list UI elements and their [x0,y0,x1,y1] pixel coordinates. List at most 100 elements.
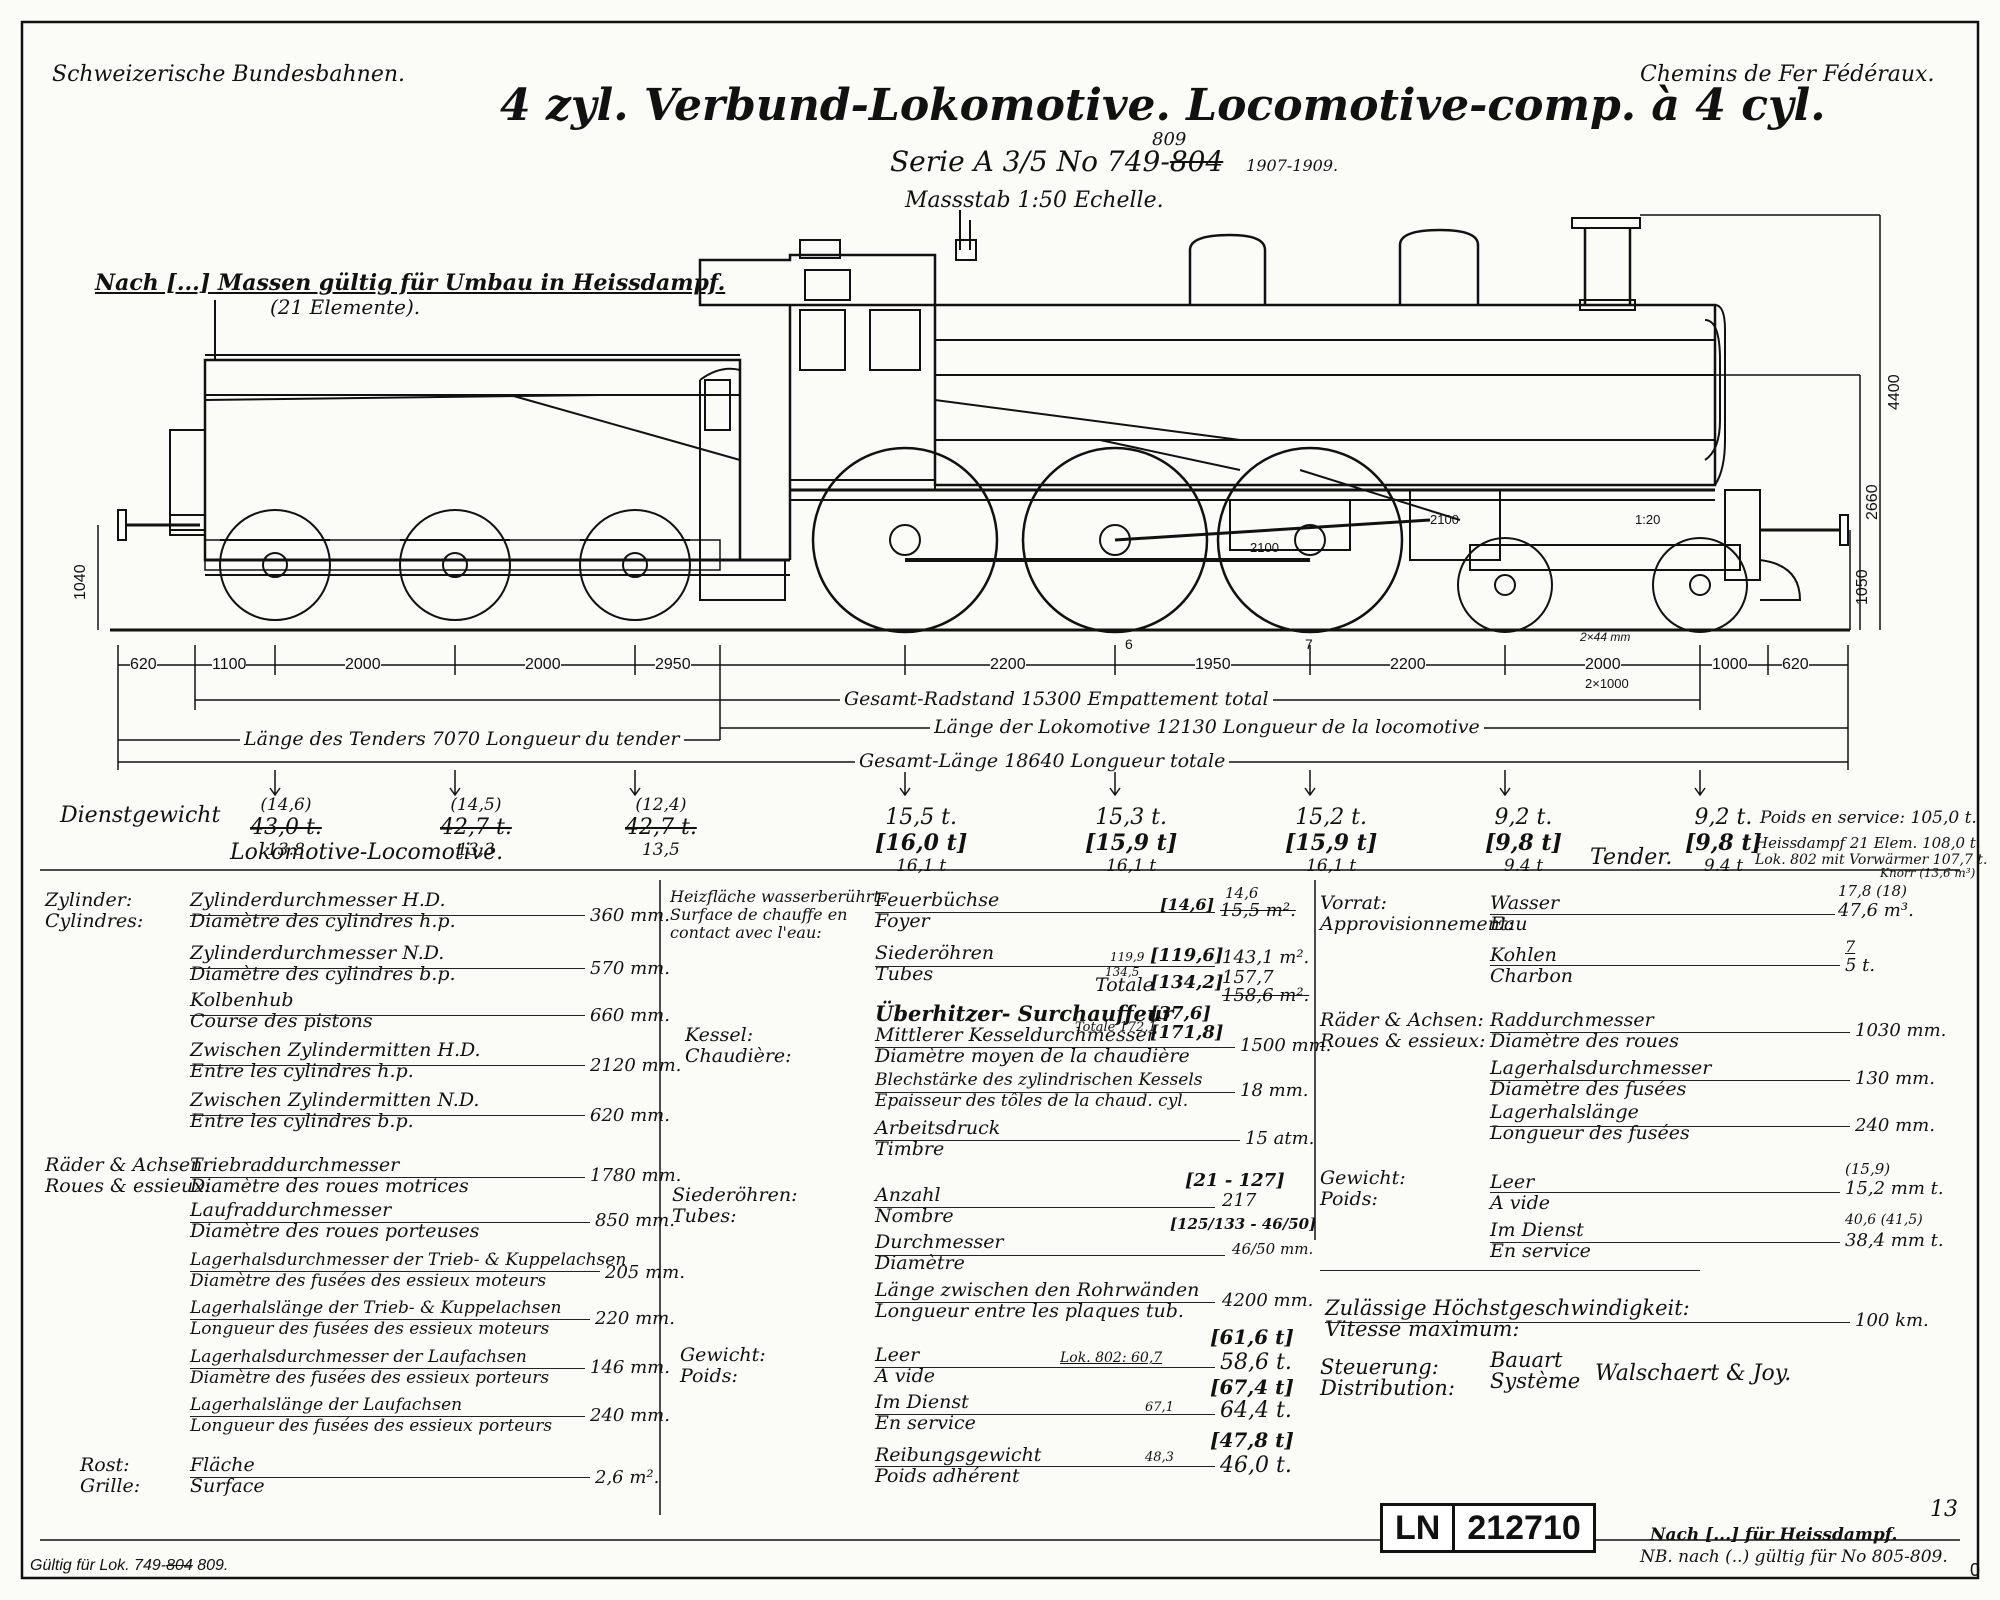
domes [1188,217,1641,311]
dim-height-tender: 1040 [72,564,89,600]
drawing-reference: LN 212710 [1380,1503,1596,1553]
dim-h-1: 1100 [212,656,247,674]
spec-bracket: [61,6 t] [1210,1325,1294,1349]
supply-head: Vorrat: Approvisionnement: [1320,892,1514,935]
dim-h-3: 2000 [525,656,561,674]
page-title: 4 zyl. Verbund-Lokomotive. Locomotive-co… [500,80,1826,131]
spec-struck: 158,6 m². [1222,985,1310,1006]
tender-axle-weight: (12,4) 42,7 t. 13,5 [625,795,697,860]
dim-h-4: 2950 [655,656,691,674]
spec-pre: 17,8 (18) [1838,882,1907,900]
spec-struck: 15,5 m². [1220,900,1296,921]
spec-pre: 119,9 [1110,950,1145,964]
spec-value: 620 mm. [590,1105,670,1126]
dim-seven: 7 [1305,636,1313,652]
spec-value: 217 [1222,1190,1257,1211]
spec-pre: 40,6 (41,5) [1845,1212,1923,1228]
spec-note: 48,3 [1145,1450,1174,1465]
spec-bracket: [134,2] [1150,972,1224,993]
tender-length: Länge des Tenders 7070 Longueur du tende… [240,728,684,750]
superheater-label: Überhitzer- Surchauffeur [875,1001,1174,1026]
corner-mark: 0 [1970,1560,1981,1580]
tender-axle-weight: (14,6) 43,0 t. 13.8 [250,795,322,860]
dim-h-5: 2200 [990,656,1026,674]
footer-note-1: Nach [...] für Heissdampf. [1650,1525,1898,1545]
spec-value: 18 mm. [1240,1080,1309,1101]
tender-wheels [204,509,721,621]
dim-small-a: 2100 [1430,512,1459,527]
spec-pre: 134,5 [1105,965,1140,979]
dim-h-6: 1950 [1195,656,1231,674]
spec-value: 130 mm. [1855,1068,1935,1089]
scale-label: Massstab 1:50 Echelle. [905,188,1164,213]
frame-border [20,20,1980,1580]
spec-bracket: [21 - 127] [1185,1170,1285,1191]
dim-sub: 2×1000 [1585,676,1629,691]
tender-body [169,300,790,601]
heissdampf-note-elements: (21 Elemente). [270,295,421,319]
dim-six: 6 [1125,636,1133,652]
spec-row: Zylinderdurchmesser H.D.Diamètre des cyl… [190,889,456,932]
dim-h-9: 1000 [1712,656,1748,674]
wheelbase-total: Gesamt-Radstand 15300 Empattement total [840,688,1273,710]
speed-row: Zulässige Höchstgeschwindigkeit:Vitesse … [1325,1296,1690,1341]
group-grate-head: Rost: Grille: [80,1454,141,1497]
superheater-total: Totale 172,1 [1075,1020,1157,1035]
dim-small-c: 2100 [1250,540,1279,555]
bogie-wheels [1457,537,1748,633]
spec-bracket: [14,6] [1160,895,1215,914]
lok802-weight-note: Lok. 802 mit Vorwärmer 107,7 t. [1755,852,1988,868]
spec-value: 5 t. [1845,955,1876,976]
spec-row: Zwischen Zylindermitten H.D.Entre les cy… [190,1039,481,1082]
spec-value: 1500 mm. [1240,1035,1332,1056]
speed-value: 100 km. [1855,1310,1929,1331]
spec-row: Zylinderdurchmesser N.D.Diamètre des cyl… [190,942,456,985]
vertical-dims [97,214,1881,630]
group-wheels-head: Räder & Achsen: Roues & essieux: [45,1154,211,1197]
tender-buffer [117,509,206,541]
spec-bracket: [119,6] [1150,945,1224,966]
loco-axle-weight: 15,2 t. [15,9 t] 16,1 t [1285,805,1378,876]
superheater-bracket: [37,6] [1150,1003,1211,1024]
driving-wheels [811,446,1431,634]
spec-value: 15 atm. [1245,1128,1315,1149]
spec-value: 850 mm. [595,1210,675,1231]
dim-height-buffer: 1050 [1854,569,1871,605]
page-number: 13 [1930,1497,1958,1522]
boiler-head: Kessel: Chaudière: [685,1024,792,1067]
spec-value: 58,6 t. [1220,1350,1292,1375]
front-end [1724,489,1849,601]
spec-value: 46/50 mm. [1232,1240,1314,1258]
dim-small-b: 1:20 [1635,512,1661,527]
footer-note-2: NB. nach (..) gültig für No 805-809. [1640,1547,1948,1567]
dim-height-boiler: 2660 [1864,484,1881,520]
spec-value: 64,4 t. [1220,1398,1292,1423]
dim-h-0: 620 [130,656,157,674]
header-right: Chemins de Fer Fédéraux. [1640,62,1935,87]
spec-value: 240 mm. [590,1405,670,1426]
loco-weight-label: Lokomotive-Locomotive. [230,840,504,865]
spec-row: Zwischen Zylindermitten N.D.Entre les cy… [190,1089,480,1132]
tubes-head: Siederöhren: Tubes: [672,1184,798,1227]
dim-height-total: 4400 [1886,374,1903,410]
spec-value: 157,7 [1222,967,1274,988]
spec-row: Totale [1095,974,1154,996]
steering-value: Walschaert & Joy. [1595,1361,1792,1386]
spec-value: 1780 mm. [590,1165,682,1186]
superheater-bracket2: [171,8] [1150,1022,1224,1043]
